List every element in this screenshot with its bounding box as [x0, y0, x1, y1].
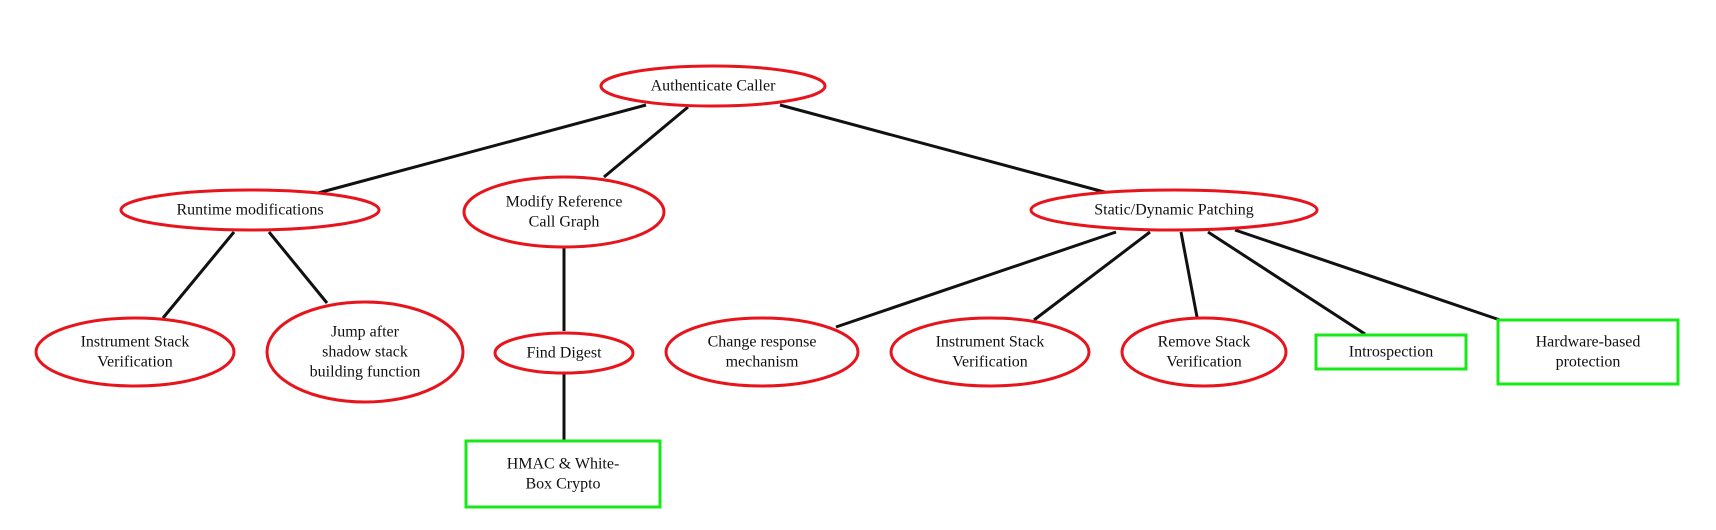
node-hmac: HMAC & White- Box Crypto	[464, 439, 662, 509]
node-patching-ellipse	[1029, 188, 1319, 232]
node-jump-after-label-line-1: Jump after	[331, 324, 400, 341]
node-instr-2-label-line-1: Instrument Stack	[936, 334, 1045, 351]
node-change-resp: Change response mechanism	[664, 316, 860, 388]
node-jump-after-label-line-2: shadow stack	[322, 344, 408, 361]
edge-root-to-runtime	[317, 103, 647, 195]
node-instr-1-ellipse	[34, 316, 236, 388]
node-patching: Static/Dynamic Patching	[1029, 188, 1319, 232]
edge-runtime-to-instr-1	[161, 231, 236, 319]
edge-patching-to-change-resp	[835, 230, 1117, 329]
node-root-label-line-1: Authenticate Caller	[651, 78, 777, 95]
edges-layer	[161, 103, 1501, 441]
node-introspection: Introspection	[1314, 333, 1468, 371]
node-runtime: Runtime modifications	[119, 188, 381, 232]
node-runtime-ellipse	[119, 188, 381, 232]
node-modify-ref-label-line-1: Modify Reference	[506, 194, 623, 211]
edge-patching-to-instr-2	[1033, 230, 1151, 322]
edge-root-to-patching	[779, 103, 1109, 195]
edge-patching-to-hw-protection	[1234, 228, 1501, 322]
node-patching-label-line-1: Static/Dynamic Patching	[1094, 202, 1254, 219]
node-root: Authenticate Caller	[599, 64, 827, 108]
node-hw-protection: Hardware-based protection	[1496, 318, 1680, 386]
node-jump-after: Jump after shadow stack building function	[265, 300, 465, 404]
edge-patching-to-remove-stack	[1179, 231, 1199, 318]
node-change-resp-label-line-1: Change response	[708, 334, 817, 351]
node-jump-after-ellipse	[265, 300, 465, 404]
node-jump-after-label-line-3: building function	[310, 364, 421, 381]
node-root-ellipse	[599, 64, 827, 108]
node-find-digest-ellipse	[493, 331, 635, 375]
edge-runtime-to-jump-after	[267, 231, 329, 304]
node-modify-ref-ellipse	[462, 175, 666, 249]
node-remove-stack-label-line-1: Remove Stack	[1158, 334, 1251, 351]
node-find-digest-label-line-1: Find Digest	[526, 345, 602, 362]
node-instr-1-label-line-2: Verification	[97, 354, 173, 371]
node-hw-protection-label-line-2: protection	[1556, 354, 1621, 371]
node-remove-stack-label-line-2: Verification	[1166, 354, 1242, 371]
node-hw-protection-label-line-1: Hardware-based	[1536, 334, 1641, 351]
node-hw-protection-box	[1496, 318, 1680, 386]
node-instr-2-ellipse	[889, 316, 1091, 388]
node-hmac-label-line-1: HMAC & White-	[507, 456, 620, 473]
edge-root-to-modify-ref	[603, 105, 689, 179]
node-introspection-box	[1314, 333, 1468, 371]
node-change-resp-label-line-2: mechanism	[726, 354, 799, 371]
node-hmac-box	[464, 439, 662, 509]
edge-patching-to-introspection	[1207, 230, 1366, 336]
node-instr-1-label-line-1: Instrument Stack	[81, 334, 190, 351]
node-remove-stack-ellipse	[1120, 316, 1288, 388]
node-introspection-label-line-1: Introspection	[1349, 344, 1433, 361]
node-find-digest: Find Digest	[493, 331, 635, 375]
node-runtime-label-line-1: Runtime modifications	[176, 202, 323, 219]
node-modify-ref-label-line-2: Call Graph	[529, 214, 600, 231]
node-hmac-label-line-2: Box Crypto	[525, 476, 600, 493]
node-instr-2-label-line-2: Verification	[952, 354, 1028, 371]
node-change-resp-ellipse	[664, 316, 860, 388]
